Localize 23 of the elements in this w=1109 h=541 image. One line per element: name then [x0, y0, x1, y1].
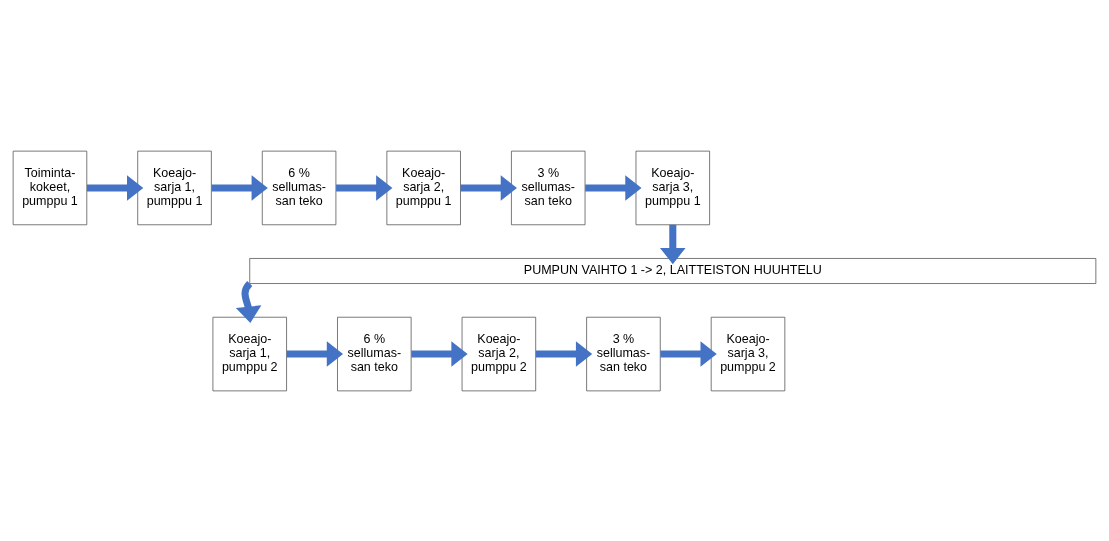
node-box: 3 % sellumas- san teko — [511, 150, 586, 225]
arrow — [460, 174, 517, 201]
arrow — [336, 174, 393, 201]
node-box: Toiminta- kokeet, pumppu 1 — [12, 150, 88, 225]
arrow — [535, 340, 593, 367]
node-box: Koeajo- sarja 1, pumppu 1 — [137, 150, 212, 225]
arrow — [411, 340, 468, 367]
node-box: PUMPUN VAIHTO 1 -> 2, LAITTEISTON HUUHTELU — [249, 257, 1097, 284]
arrow — [585, 174, 642, 201]
node-box: 6 % sellumas- san teko — [261, 150, 337, 225]
node-box: 6 % sellumas- san teko — [337, 316, 412, 391]
arrow — [86, 174, 144, 201]
node-box: Koeajo- sarja 3, pumppu 2 — [710, 316, 786, 391]
arrow — [659, 224, 686, 264]
node-box: Koeajo- sarja 2, pumppu 2 — [461, 316, 537, 391]
node-box: Koeajo- sarja 2, pumppu 1 — [386, 150, 461, 225]
node-box: 3 % sellumas- san teko — [586, 316, 661, 391]
node-box: Koeajo- sarja 1, pumppu 2 — [212, 316, 287, 391]
node-box: Koeajo- sarja 3, pumppu 1 — [635, 150, 710, 225]
arrow — [235, 280, 262, 323]
arrow — [211, 174, 268, 201]
arrow — [286, 340, 344, 367]
arrow — [660, 340, 717, 367]
